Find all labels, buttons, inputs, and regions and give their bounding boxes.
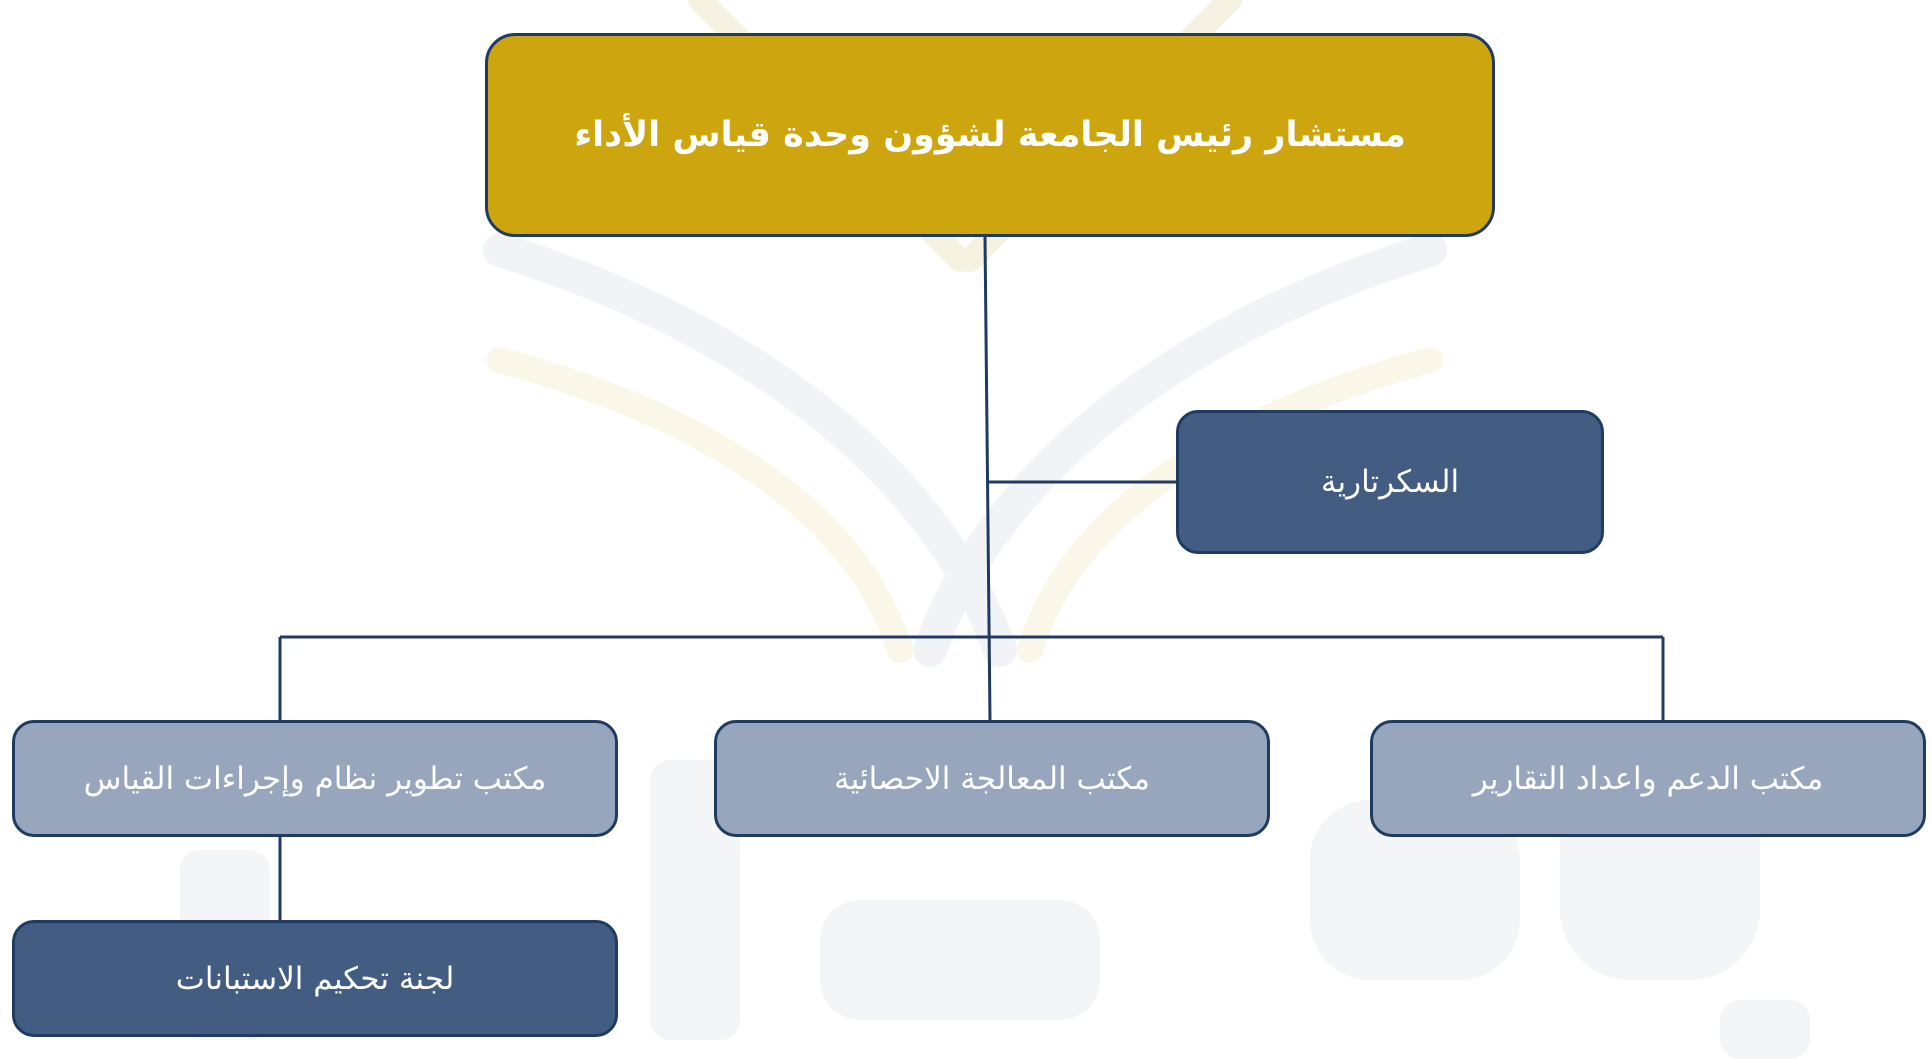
node-office-support-reports: مكتب الدعم واعداد التقارير: [1370, 720, 1926, 837]
node-title: السكرتارية: [1320, 464, 1460, 500]
node-questionnaire-committee: لجنة تحكيم الاستبانات: [12, 920, 618, 1037]
node-title: مكتب الدعم واعداد التقارير: [1472, 760, 1824, 797]
node-office-measurement-development: مكتب تطوير نظام وإجراءات القياس: [12, 720, 618, 837]
node-performance-unit-advisor: مستشار رئيس الجامعة لشؤون وحدة قياس الأد…: [485, 33, 1495, 237]
node-title: مكتب المعالجة الاحصائية: [833, 760, 1151, 797]
node-title: مكتب تطوير نظام وإجراءات القياس: [83, 760, 547, 797]
node-title: مستشار رئيس الجامعة لشؤون وحدة قياس الأد…: [574, 115, 1406, 155]
node-secretariat: السكرتارية: [1176, 410, 1604, 554]
node-office-statistical-processing: مكتب المعالجة الاحصائية: [714, 720, 1270, 837]
node-title: لجنة تحكيم الاستبانات: [175, 960, 455, 997]
